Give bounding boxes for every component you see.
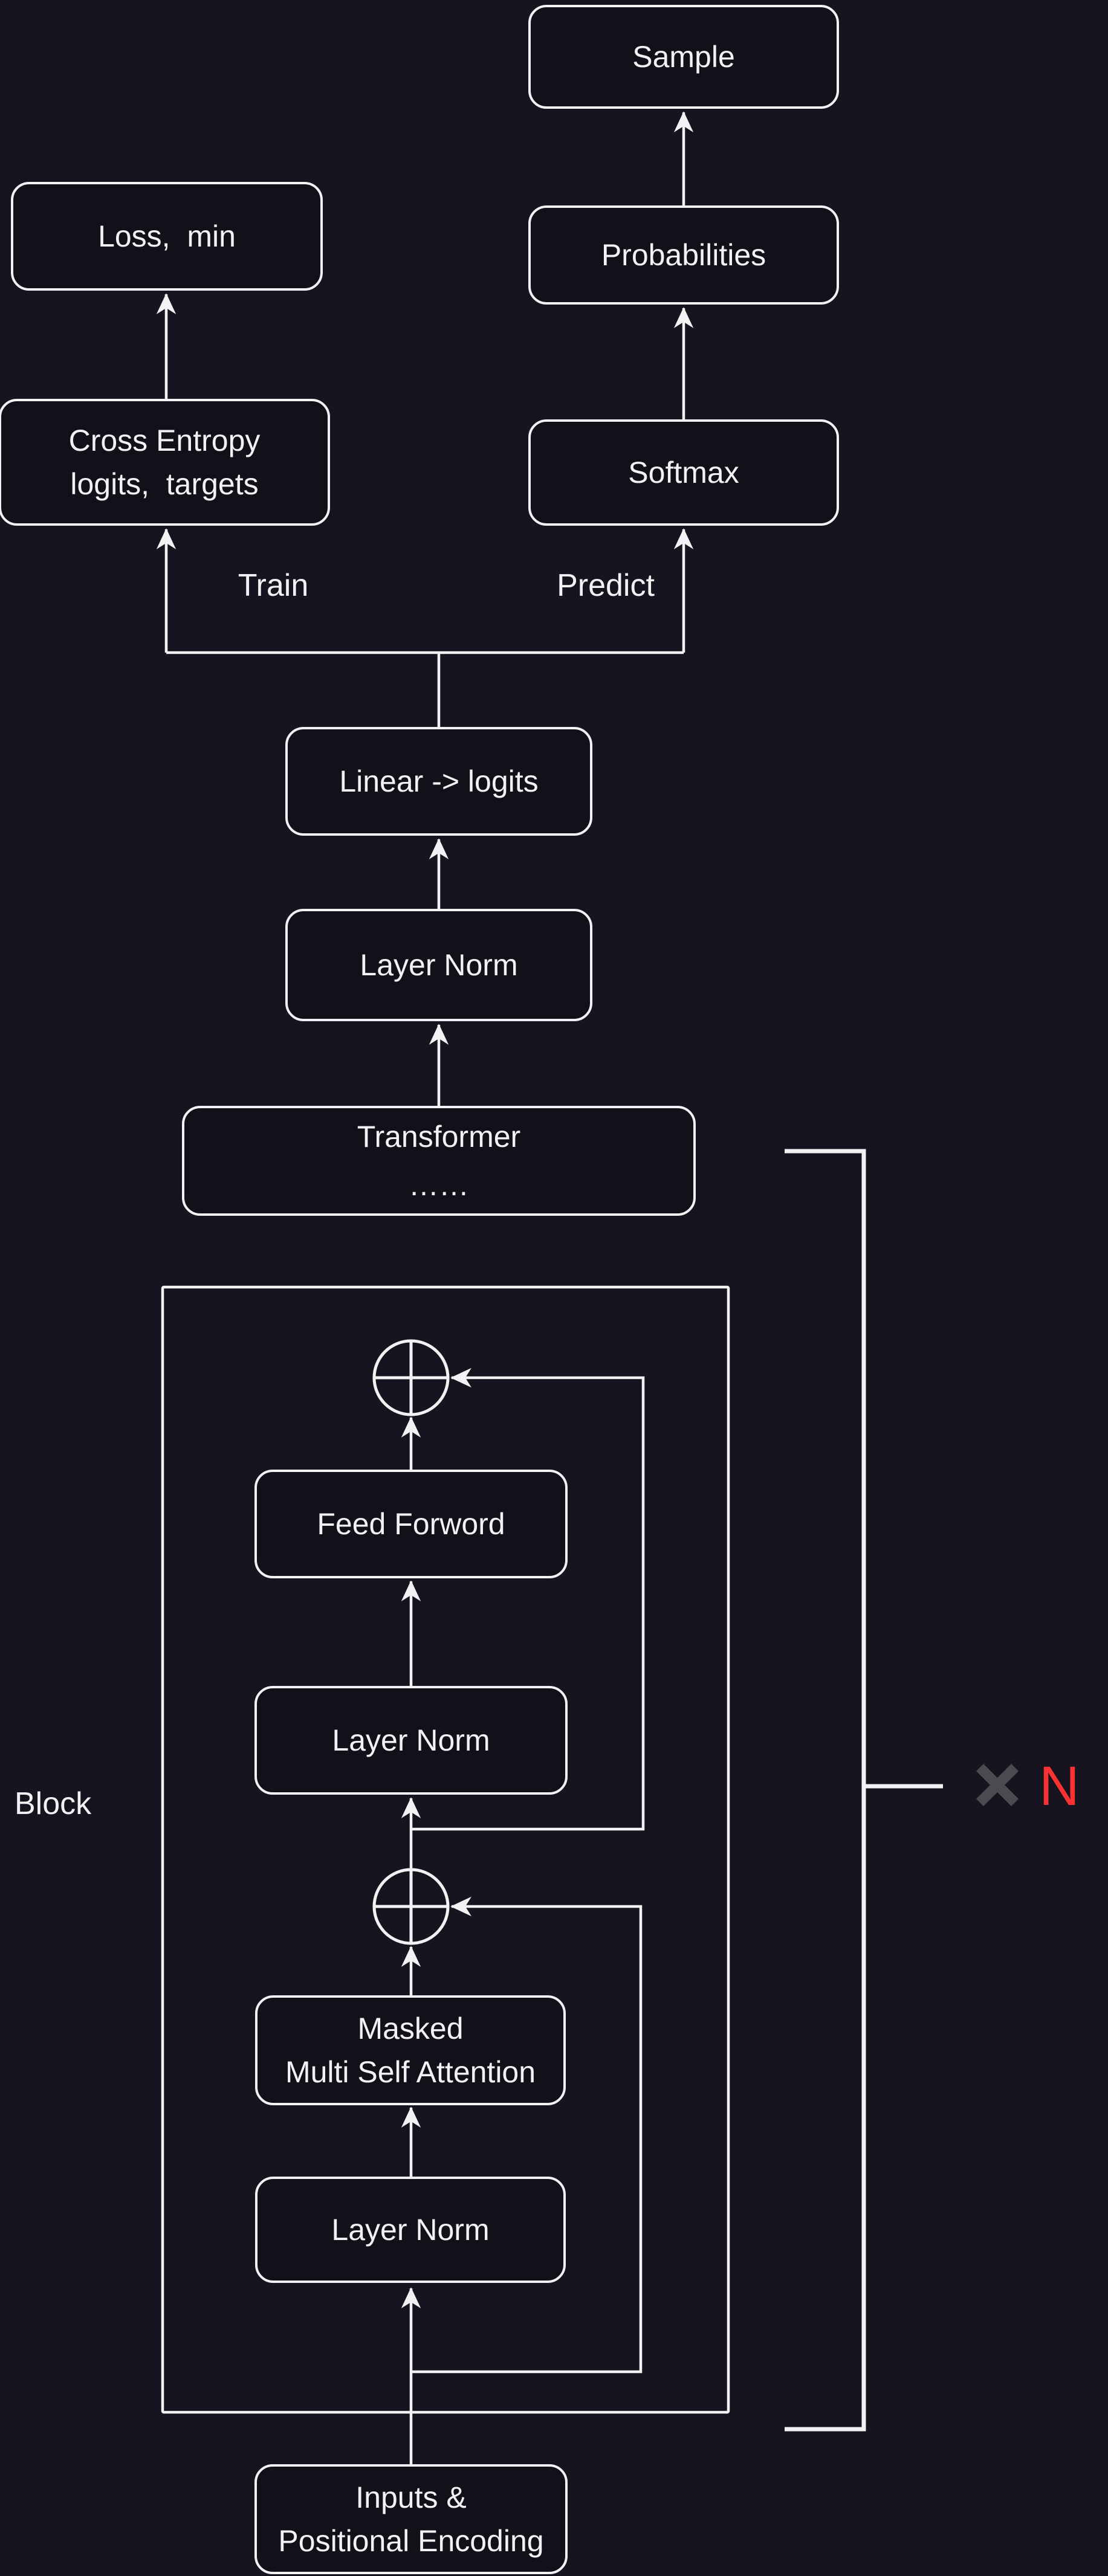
block-label: Block (15, 1786, 92, 1821)
node-layer-norm-bottom: Layer Norm (255, 2177, 566, 2283)
node-feed-forward: Feed Forword (254, 1470, 568, 1578)
node-layer-norm-top: Layer Norm (285, 909, 592, 1021)
node-label: Softmax (628, 455, 739, 489)
node-label: Probabilities (601, 237, 766, 272)
multiply-x-icon (976, 1763, 1019, 1807)
node-label: Transformer …… (357, 1120, 521, 1202)
node-inputs-positional-encoding: Inputs & Positional Encoding (254, 2464, 568, 2574)
node-label: Cross Entropy logits, targets (68, 423, 261, 502)
skip-connection-1 (411, 1367, 645, 1831)
node-label: Sample (632, 39, 735, 74)
repeat-bracket (785, 1149, 866, 2432)
node-label: Layer Norm (332, 1723, 490, 1757)
skip-connection-2 (411, 1896, 643, 2374)
node-label: Loss, min (98, 219, 236, 253)
node-label: Layer Norm (360, 947, 518, 982)
node-cross-entropy: Cross Entropy logits, targets (0, 399, 330, 526)
node-linear-logits: Linear -> logits (285, 727, 592, 836)
node-label: Feed Forword (317, 1506, 505, 1541)
node-label: Masked Multi Self Attention (285, 2011, 536, 2090)
node-label: Linear -> logits (339, 764, 539, 798)
node-softmax: Softmax (528, 419, 839, 526)
predict-branch-label: Predict (557, 568, 655, 603)
node-masked-attention: Masked Multi Self Attention (255, 1995, 566, 2105)
block-container (161, 1285, 730, 2414)
node-layer-norm-mid: Layer Norm (254, 1686, 568, 1795)
train-branch-label: Train (238, 568, 309, 603)
plus-in-circle-icon (372, 1339, 450, 1416)
repeat-count-label: N (1039, 1755, 1080, 1817)
node-loss: Loss, min (11, 182, 323, 291)
plus-in-circle-icon (372, 1868, 450, 1945)
node-probabilities: Probabilities (528, 205, 839, 305)
node-label: Layer Norm (331, 2212, 490, 2247)
node-sample: Sample (528, 5, 839, 109)
node-transformer: Transformer …… (182, 1106, 696, 1216)
node-label: Inputs & Positional Encoding (278, 2480, 544, 2558)
